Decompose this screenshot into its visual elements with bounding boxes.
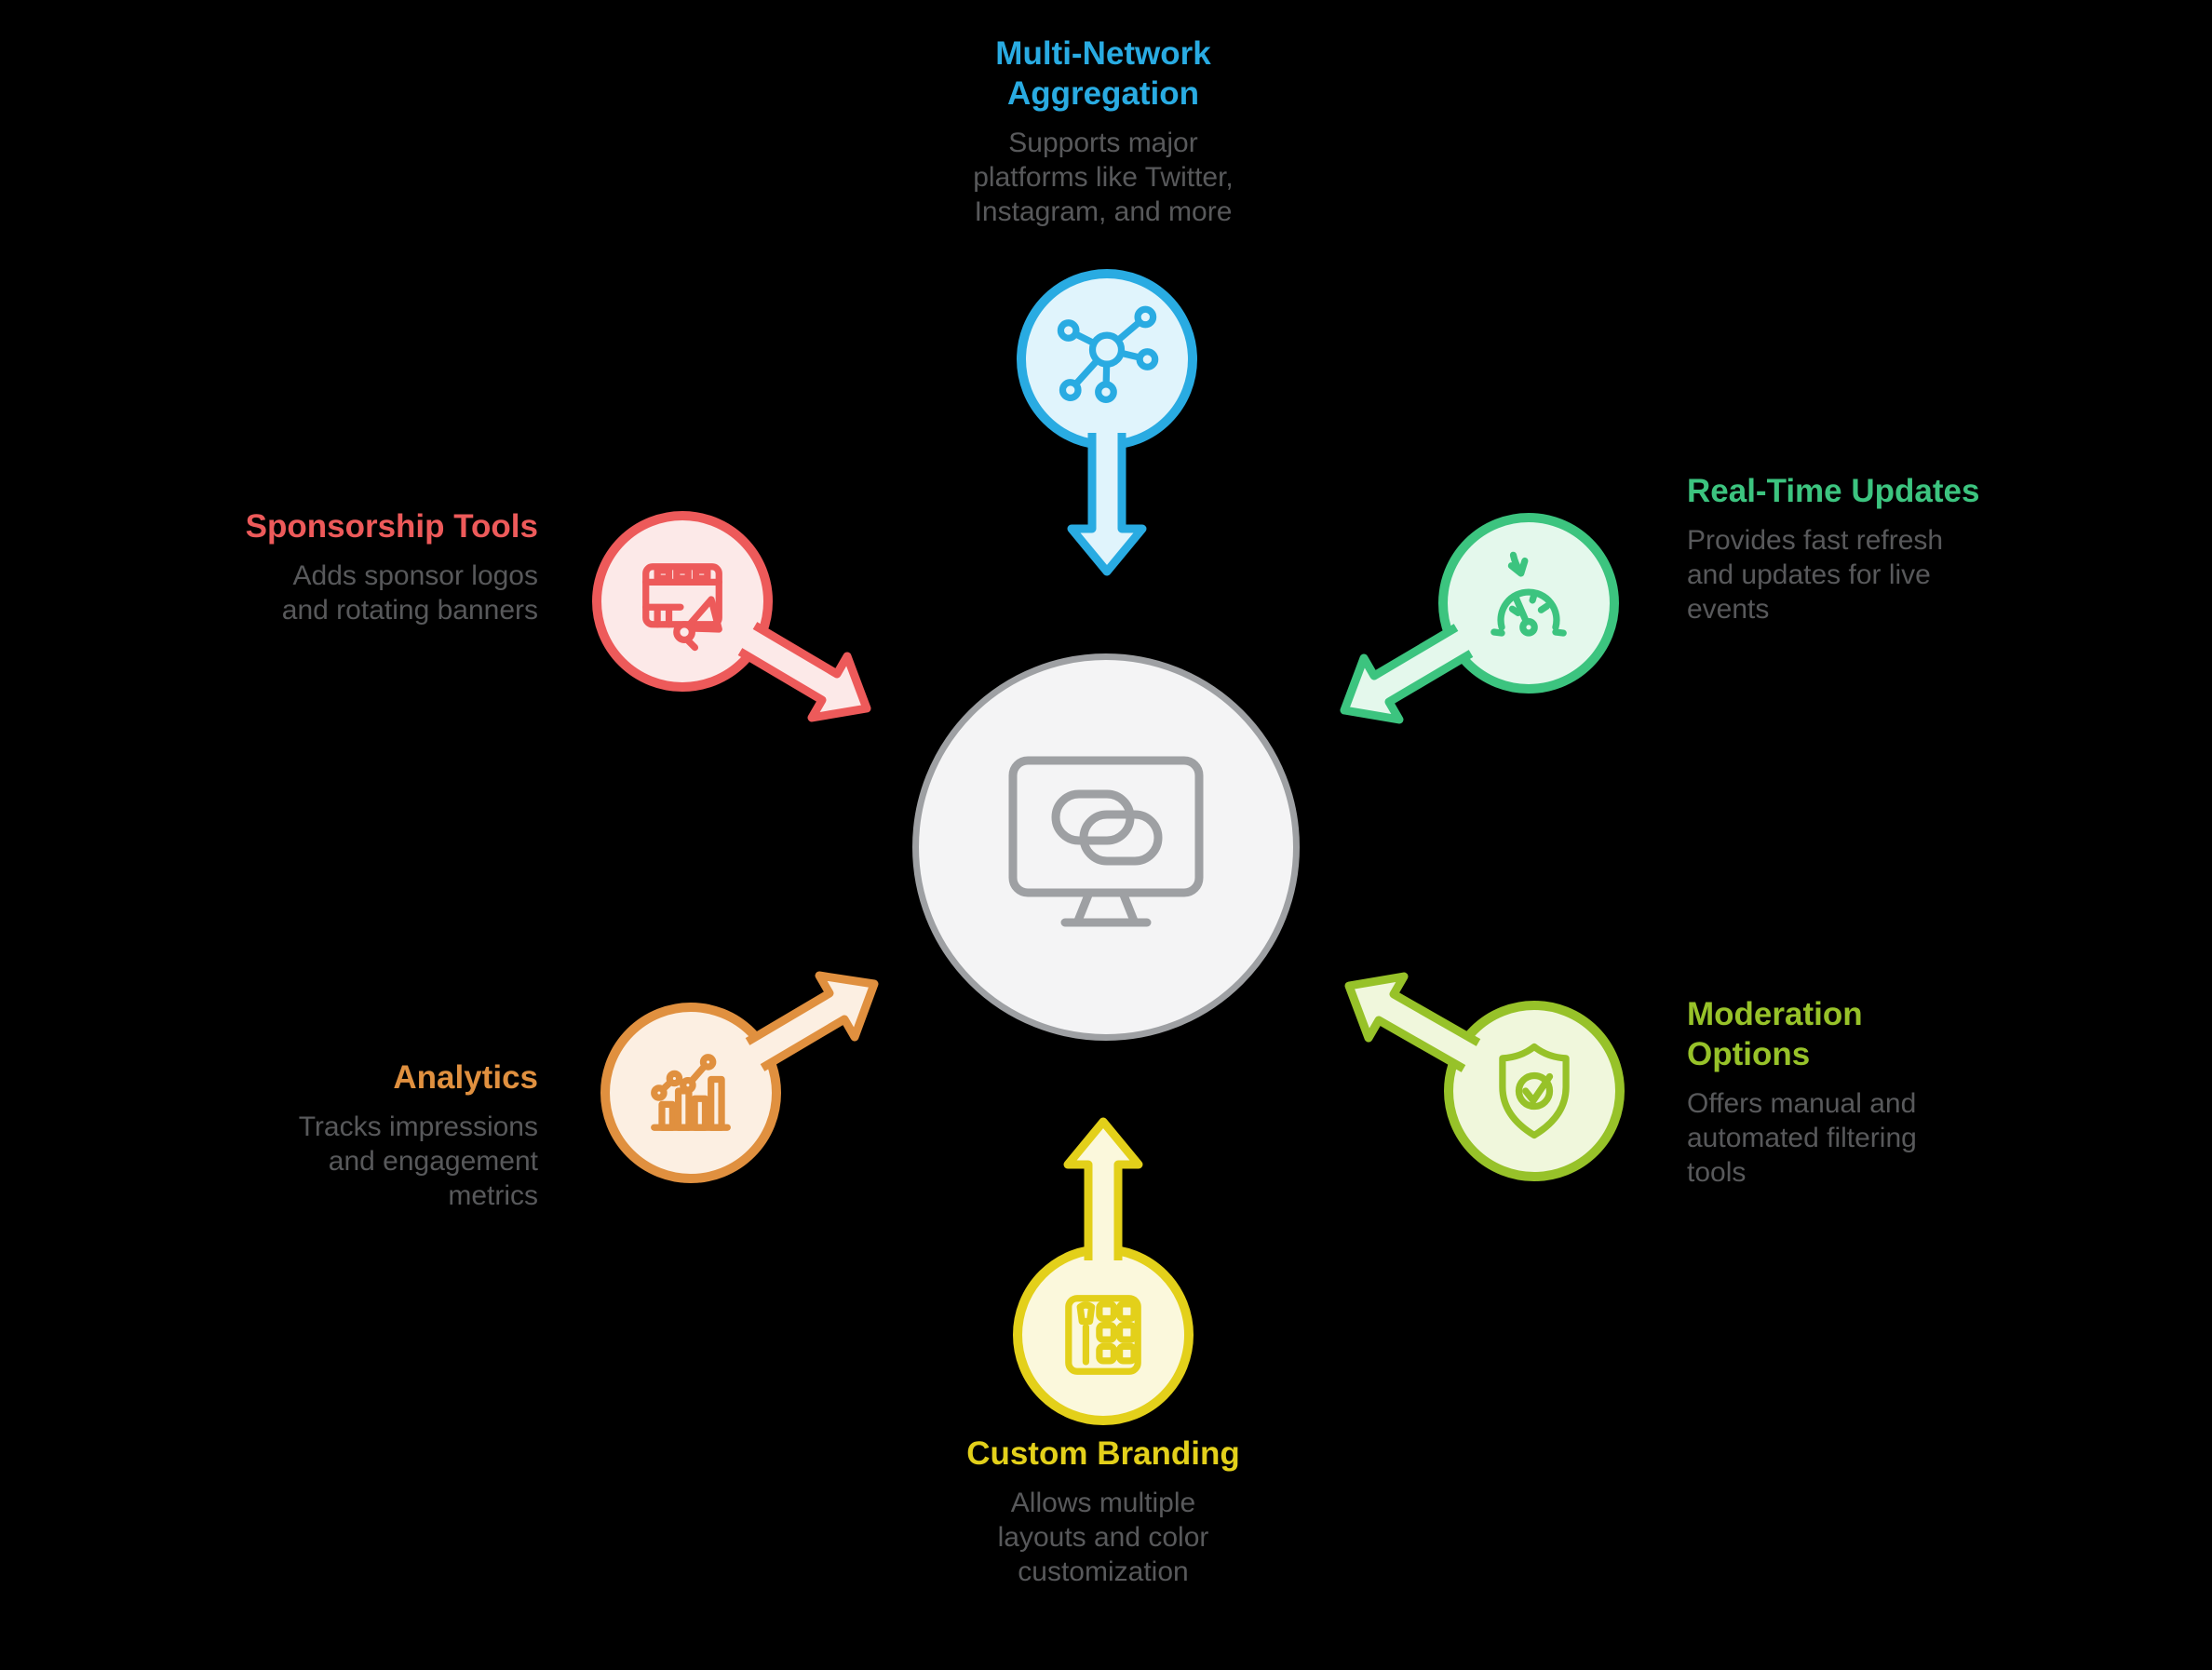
node-circle-custom-branding: [1013, 1245, 1194, 1425]
node-title: Analytics: [393, 1059, 538, 1096]
arrow-multi-network-to-hub: [1067, 433, 1147, 576]
banner-megaphone-icon: [642, 563, 722, 652]
node-circle-multi-network-aggregation: [1017, 269, 1197, 450]
central-hub-circle: [912, 653, 1300, 1041]
monitor-link-icon: [1008, 756, 1204, 927]
node-title: Real-Time Updates: [1687, 473, 1980, 509]
node-title: Sponsorship Tools: [245, 508, 538, 545]
bar-chart-icon: [651, 1054, 731, 1131]
brand-palette-icon: [1065, 1295, 1141, 1375]
node-circle-real-time-updates: [1438, 513, 1619, 694]
network-hub-icon: [1057, 305, 1159, 404]
speedometer-icon: [1490, 551, 1567, 637]
node-title: Custom Branding: [966, 1435, 1240, 1472]
node-circle-sponsorship-tools: [592, 511, 773, 692]
node-circle-moderation-options: [1444, 1001, 1625, 1181]
arrow-custom-branding-to-hub: [1063, 1117, 1143, 1260]
node-circle-analytics: [600, 1003, 781, 1183]
shield-check-icon: [1499, 1043, 1570, 1139]
